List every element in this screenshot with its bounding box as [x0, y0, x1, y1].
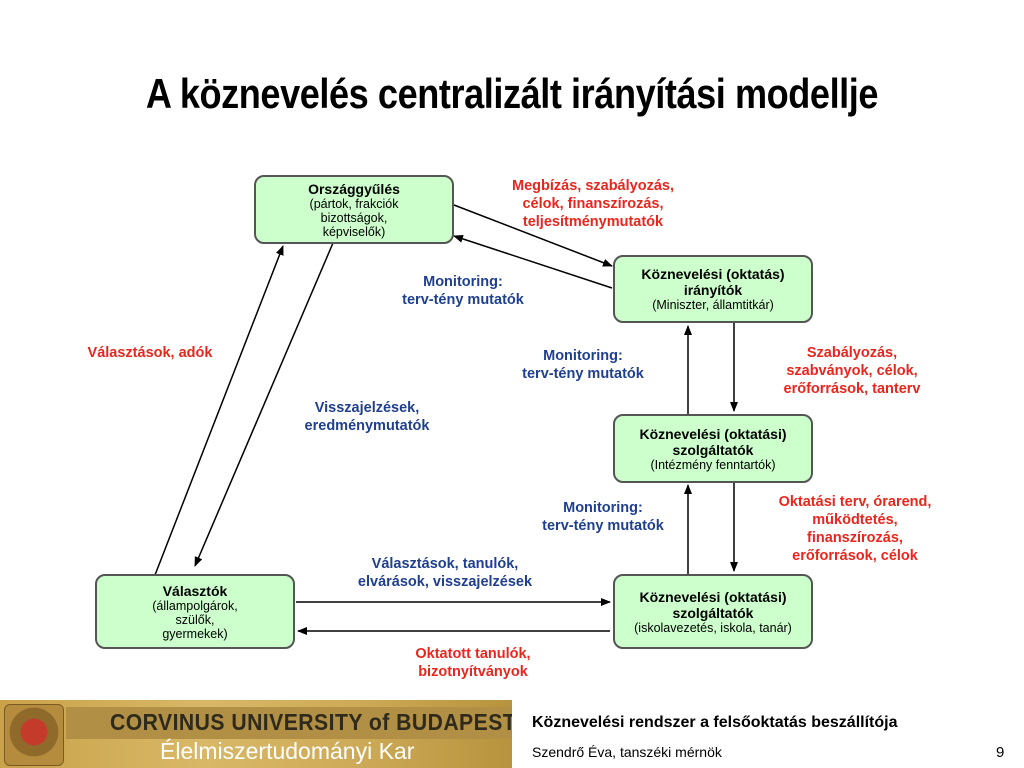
node-valasztok: Választók (állampolgárok, szülők, gyerme… [95, 574, 295, 649]
node-title: szolgáltatók [672, 441, 754, 458]
node-sub: gyermekek) [162, 626, 228, 641]
node-szolgaltatok-fenntartok: Köznevelési (oktatási) szolgáltatók (Int… [613, 414, 813, 483]
node-sub: (Intézmény fenntartók) [650, 457, 776, 472]
label-visszajelzesek: Visszajelzések, eredménymutatók [304, 400, 430, 434]
node-sub: szülők, [175, 612, 215, 627]
node-title: Országgyűlés [308, 180, 400, 197]
node-title: szolgáltatók [672, 604, 754, 621]
node-sub: (állampolgárok, [152, 598, 238, 613]
label-valasztasok-tanulok: Választások, tanulók, elvárások, visszaj… [357, 556, 533, 590]
node-sub: (iskolavezetés, iskola, tanár) [634, 620, 792, 635]
footer-author: Szendrő Éva, tanszéki mérnök [532, 744, 722, 760]
node-iranyitok: Köznevelési (oktatás) irányítók (Miniszt… [613, 255, 813, 323]
page-number: 9 [996, 744, 1005, 761]
arrow-managers-to-parliament [453, 235, 613, 289]
node-sub: bizottságok, [320, 210, 388, 225]
node-sub: (pártok, frakciók [309, 196, 399, 211]
arrow-parliament-to-managers [453, 204, 613, 267]
arrow-parliament-to-voters [194, 242, 334, 567]
university-name: CORVINUS UNIVERSITY of BUDAPEST [110, 709, 512, 735]
node-sub: (Miniszter, államtitkár) [652, 298, 774, 312]
label-monitoring-3: Monitoring: terv-tény mutatók [542, 500, 664, 534]
label-monitoring-2: Monitoring: terv-tény mutatók [522, 348, 644, 382]
node-szolgaltatok-iskola: Köznevelési (oktatási) szolgáltatók (isk… [613, 574, 813, 649]
label-oktatott-tanulok: Oktatott tanulók, bizotnyítványok [415, 646, 531, 680]
node-orszaggyules: Országgyűlés (pártok, frakciók bizottság… [254, 175, 454, 244]
node-sub: képviselők) [322, 224, 386, 239]
node-title: irányítók [683, 282, 743, 298]
node-title: Köznevelési (oktatási) [639, 588, 787, 605]
flow-arrows [154, 204, 738, 635]
faculty-name: Élelmiszertudományi Kar [160, 738, 415, 764]
node-title: Köznevelési (oktatás) [641, 266, 785, 282]
university-banner: CORVINUS UNIVERSITY of BUDAPEST Élelmisz… [0, 700, 512, 768]
banner-band [66, 707, 512, 739]
label-szabalyozas: Szabályozás, szabványok, célok, erőforrá… [783, 345, 921, 397]
label-valasztasok-adok: Választások, adók [87, 345, 213, 361]
university-seal-icon [4, 704, 64, 766]
page-title: A köznevelés centralizált irányítási mod… [145, 70, 879, 117]
node-title: Köznevelési (oktatási) [639, 425, 787, 442]
footer-title: Köznevelési rendszer a felsőoktatás besz… [532, 714, 898, 731]
footer: CORVINUS UNIVERSITY of BUDAPEST Élelmisz… [0, 700, 1024, 768]
label-oktatasi-terv: Oktatási terv, órarend, működtetés, fina… [778, 494, 932, 564]
label-monitoring-1: Monitoring: terv-tény mutatók [402, 274, 524, 308]
arrow-voters-to-parliament [154, 245, 284, 576]
label-megbizas: Megbízás, szabályozás, célok, finanszíro… [512, 178, 674, 230]
node-title: Választók [162, 582, 228, 599]
